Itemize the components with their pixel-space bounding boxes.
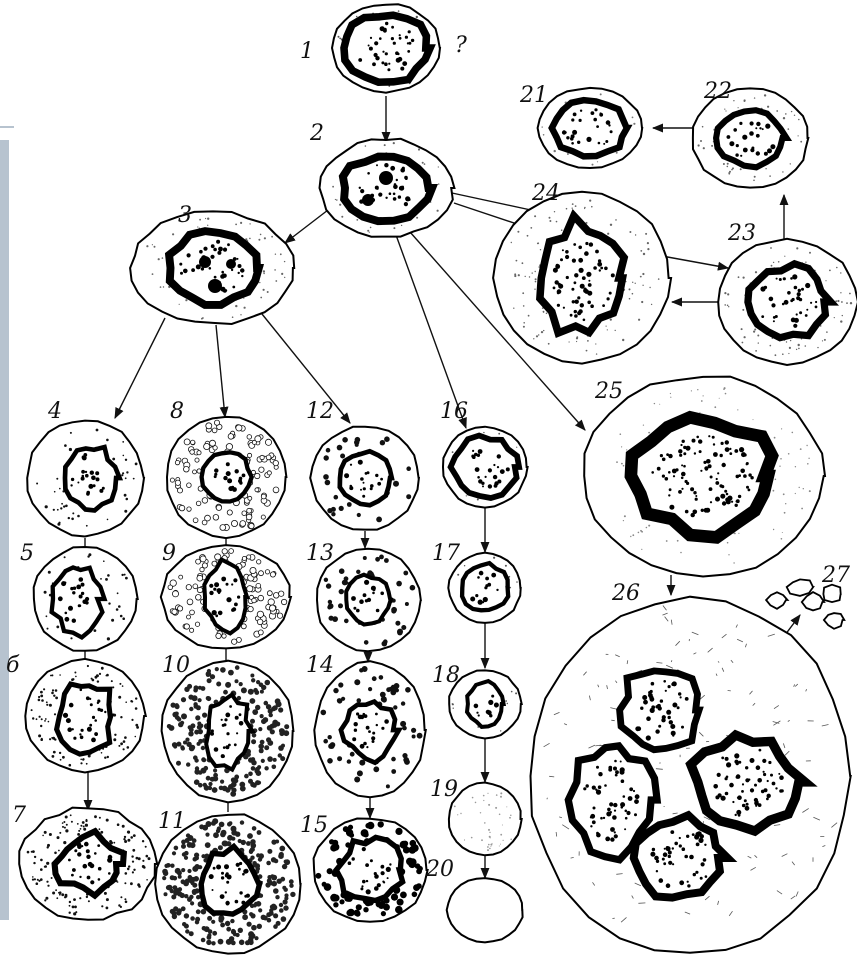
- label-17: 17: [432, 541, 460, 566]
- cell-10: [162, 661, 294, 803]
- arrow-3-to-4: [115, 318, 165, 418]
- label-5: 5: [20, 541, 34, 566]
- cell-7: [19, 808, 157, 920]
- label-12: 12: [306, 399, 334, 424]
- label-20: 20: [425, 857, 454, 882]
- label-question: ?: [455, 33, 467, 58]
- cell-5: [34, 547, 138, 651]
- label-2: 2: [309, 121, 324, 146]
- label-25: 25: [594, 379, 623, 404]
- label-8: 8: [170, 399, 184, 424]
- label-15: 15: [300, 813, 328, 838]
- label-22: 22: [703, 79, 732, 104]
- label-3: 3: [178, 203, 192, 228]
- label-21: 21: [519, 83, 548, 108]
- cell-25: [584, 377, 825, 577]
- arrow-2-to-3: [285, 210, 328, 243]
- label-7: 7: [12, 803, 26, 828]
- cell-16: [443, 427, 528, 508]
- cell-9: [161, 545, 291, 648]
- label-24: 24: [531, 181, 560, 206]
- label-18: 18: [432, 663, 460, 688]
- cell-14: [314, 661, 426, 797]
- cell-19: [449, 783, 522, 856]
- cell-11: [155, 814, 301, 953]
- label-14: 14: [306, 653, 334, 678]
- cell-23: [718, 239, 857, 365]
- label-26: 26: [611, 581, 640, 606]
- label-16: 16: [440, 399, 468, 424]
- cell-21: [538, 88, 643, 168]
- cell-2-progenitor: [320, 139, 455, 237]
- cell-18: [449, 670, 522, 738]
- label-9: 9: [162, 541, 176, 566]
- label-13: 13: [306, 541, 334, 566]
- label-23: 23: [727, 221, 756, 246]
- cell-26: [531, 597, 851, 953]
- cell-24: [493, 192, 671, 364]
- arrow-24-to-23: [662, 256, 728, 268]
- label-11: 11: [158, 809, 186, 834]
- cell-12: [310, 427, 419, 530]
- cell-3-myeloblast: [130, 211, 294, 324]
- label-6: б: [6, 653, 20, 678]
- cell-4: [27, 421, 144, 537]
- cell-15: [314, 819, 428, 922]
- label-4: 4: [47, 399, 62, 424]
- label-10: 10: [162, 653, 190, 678]
- label-19: 19: [430, 777, 458, 802]
- label-27: 27: [821, 563, 850, 588]
- arrow-3-to-8: [216, 325, 225, 417]
- label-1: 1: [300, 39, 314, 64]
- cell-8: [167, 417, 286, 538]
- cell-6: [25, 659, 146, 773]
- arrow-2-to-24b: [452, 193, 540, 212]
- cell-1-stem: [332, 4, 440, 92]
- cell-20: [447, 878, 523, 942]
